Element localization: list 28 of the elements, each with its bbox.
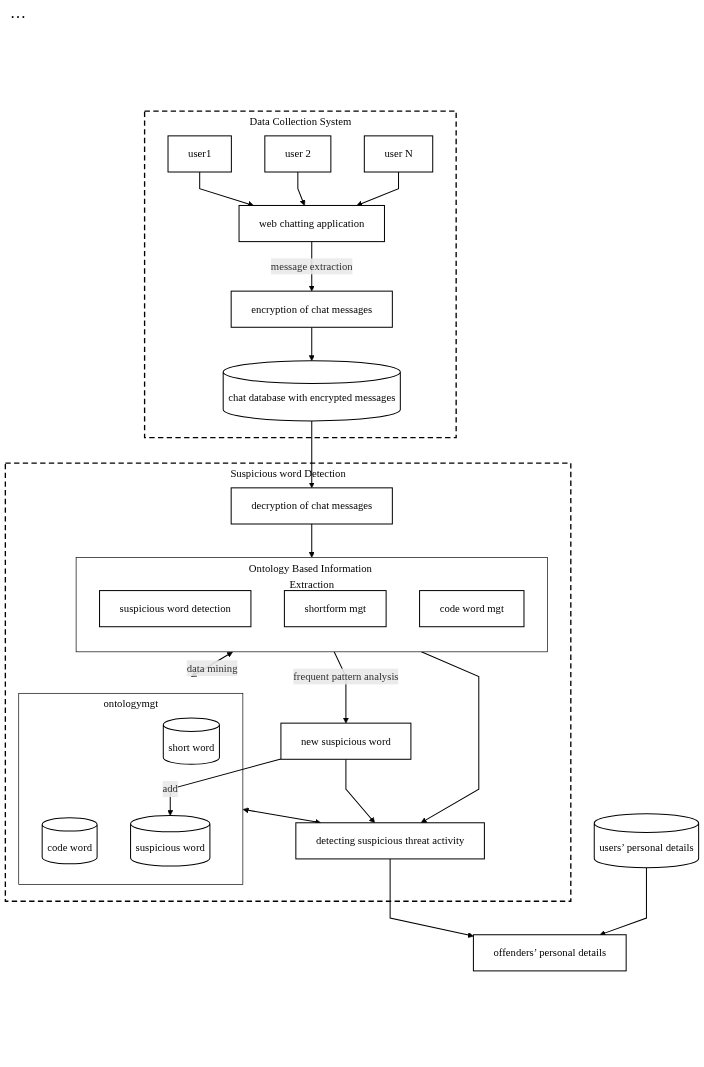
node-box: user1 [167,135,232,173]
node-box: shortform mgt [283,590,387,628]
edge-label: data mining [186,662,238,674]
arrow [167,758,282,816]
arrow [599,867,647,936]
arrow [420,651,480,824]
ellipsis-label: … [10,4,26,21]
arrow [356,171,400,207]
arrow [308,326,315,361]
edge-label: add [162,783,178,795]
node-box: suspicious word detection [99,590,252,628]
arrow [199,171,254,207]
node-box: new suspicious word [280,722,412,760]
edge-label: frequent pattern analysis [293,670,399,682]
node-box: user N [363,135,434,173]
arrow [345,758,375,824]
node-box: encryption of chat messages [230,290,393,328]
node-box: offenders’ personal details [472,934,627,972]
node-box: decryption of chat messages [230,487,393,525]
edge-label: message extraction [270,260,353,272]
node-box: detecting suspicious threat activity [295,822,485,860]
arrow [389,858,474,938]
node-box: user 2 [264,135,332,173]
arrow [308,523,315,558]
node-box: web chatting application [238,204,385,243]
arrow [308,420,315,489]
node-box: code word mgt [419,590,525,628]
arrow [297,171,306,206]
